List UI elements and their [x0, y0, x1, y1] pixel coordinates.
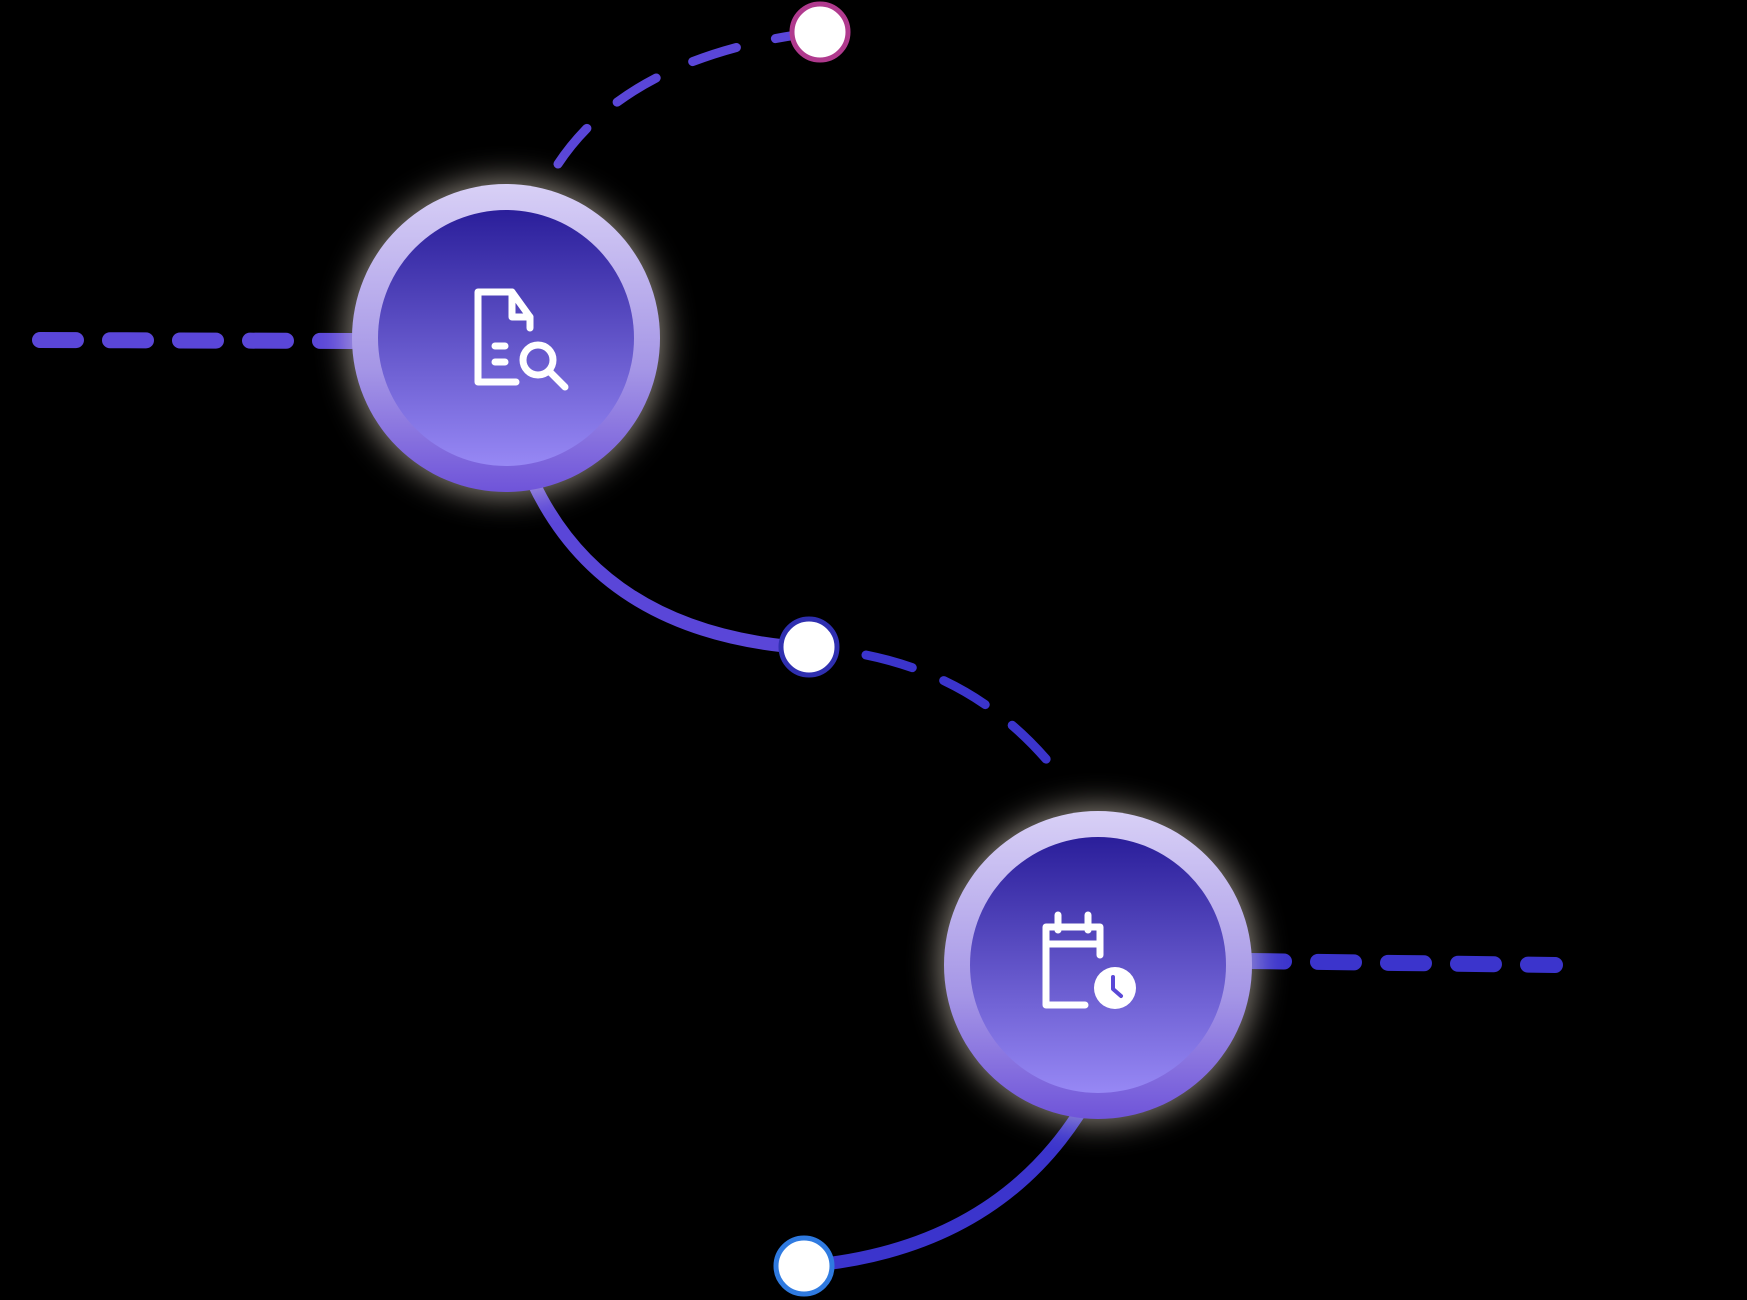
document-search-icon — [474, 288, 569, 391]
node-document-search[interactable] — [348, 180, 664, 496]
endpoints — [773, 1, 851, 1297]
node-core — [378, 210, 634, 466]
node-calendar-clock[interactable] — [940, 807, 1256, 1123]
connector-top-dashed — [553, 27, 823, 169]
connector-node2-to-bottom — [799, 1108, 1085, 1273]
calendar-clock-icon — [1042, 911, 1136, 1009]
connector-left-dashed — [32, 332, 360, 349]
connector-middle-to-node2-dashed — [861, 650, 1071, 789]
connector-node1-to-middle — [526, 475, 815, 655]
top-endpoint[interactable] — [789, 1, 851, 63]
bottom-endpoint[interactable] — [773, 1235, 835, 1297]
connectors — [32, 27, 1563, 1273]
node-core — [970, 837, 1226, 1093]
connector-right-dashed — [1240, 953, 1563, 973]
middle-endpoint[interactable] — [778, 616, 840, 678]
